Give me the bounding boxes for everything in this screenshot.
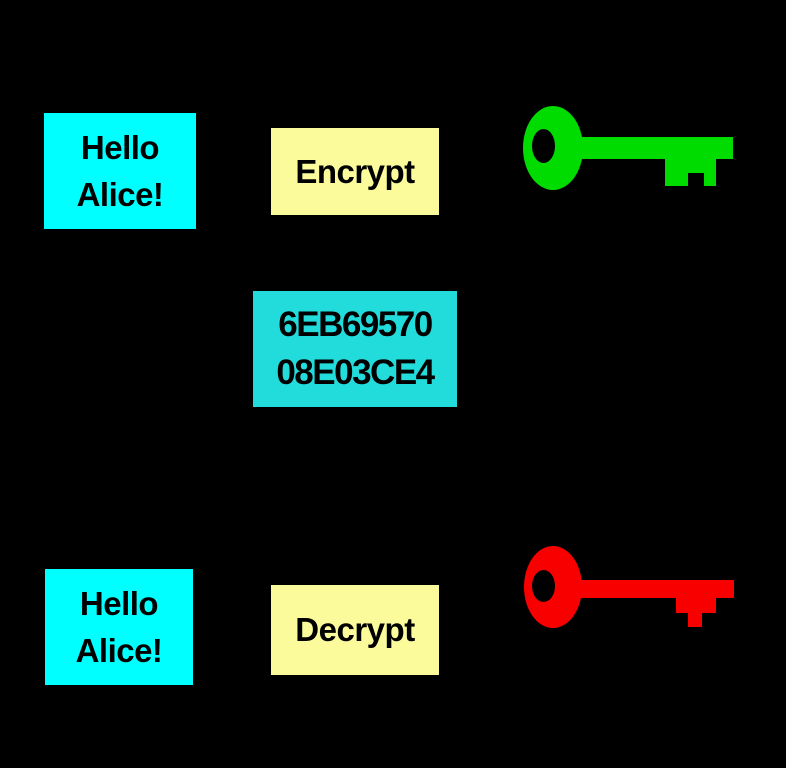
plaintext-box-top: Hello Alice! xyxy=(44,113,196,229)
green-key-hole xyxy=(532,129,555,163)
ciphertext-line2: 08E03CE4 xyxy=(276,353,435,392)
plaintext-top-line1: Hello xyxy=(80,129,160,166)
plaintext-bottom-line2: Alice! xyxy=(75,632,163,669)
decrypt-label: Decrypt xyxy=(295,611,415,648)
encrypt-label: Encrypt xyxy=(295,152,415,190)
plaintext-top-line2: Alice! xyxy=(76,176,164,213)
ciphertext-box: 6EB69570 08E03CE4 xyxy=(253,291,457,407)
ciphertext-line1: 6EB69570 xyxy=(278,305,433,344)
encrypt-box: Encrypt xyxy=(271,128,439,215)
green-key-icon xyxy=(523,106,733,190)
plaintext-bottom-line1: Hello xyxy=(79,585,159,622)
red-key-hole xyxy=(532,570,555,602)
red-key-icon xyxy=(524,546,734,628)
decrypt-box: Decrypt xyxy=(271,585,439,675)
plaintext-box-bottom: Hello Alice! xyxy=(45,569,193,685)
